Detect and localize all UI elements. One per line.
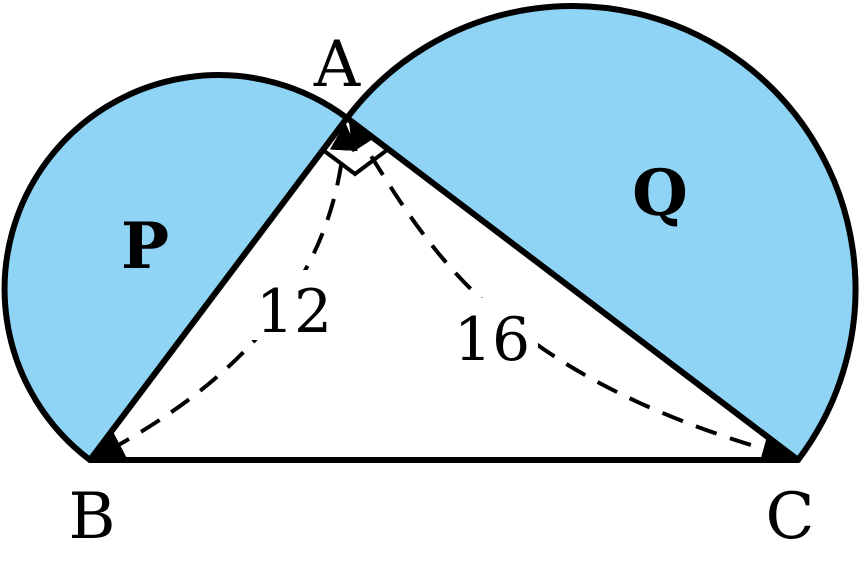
label-16-backing (446, 298, 538, 368)
point-label-a: A (313, 28, 361, 102)
region-label-q: Q (632, 156, 688, 231)
region-label-p: P (121, 209, 169, 284)
length-label-ac: 16 (454, 305, 530, 375)
point-label-c: C (766, 480, 815, 554)
dimension-arc-ac (348, 121, 791, 463)
label-12-backing (248, 270, 340, 340)
point-label-b: B (68, 480, 115, 554)
length-label-ab: 12 (256, 277, 332, 347)
dimension-arc-ab (95, 122, 358, 458)
